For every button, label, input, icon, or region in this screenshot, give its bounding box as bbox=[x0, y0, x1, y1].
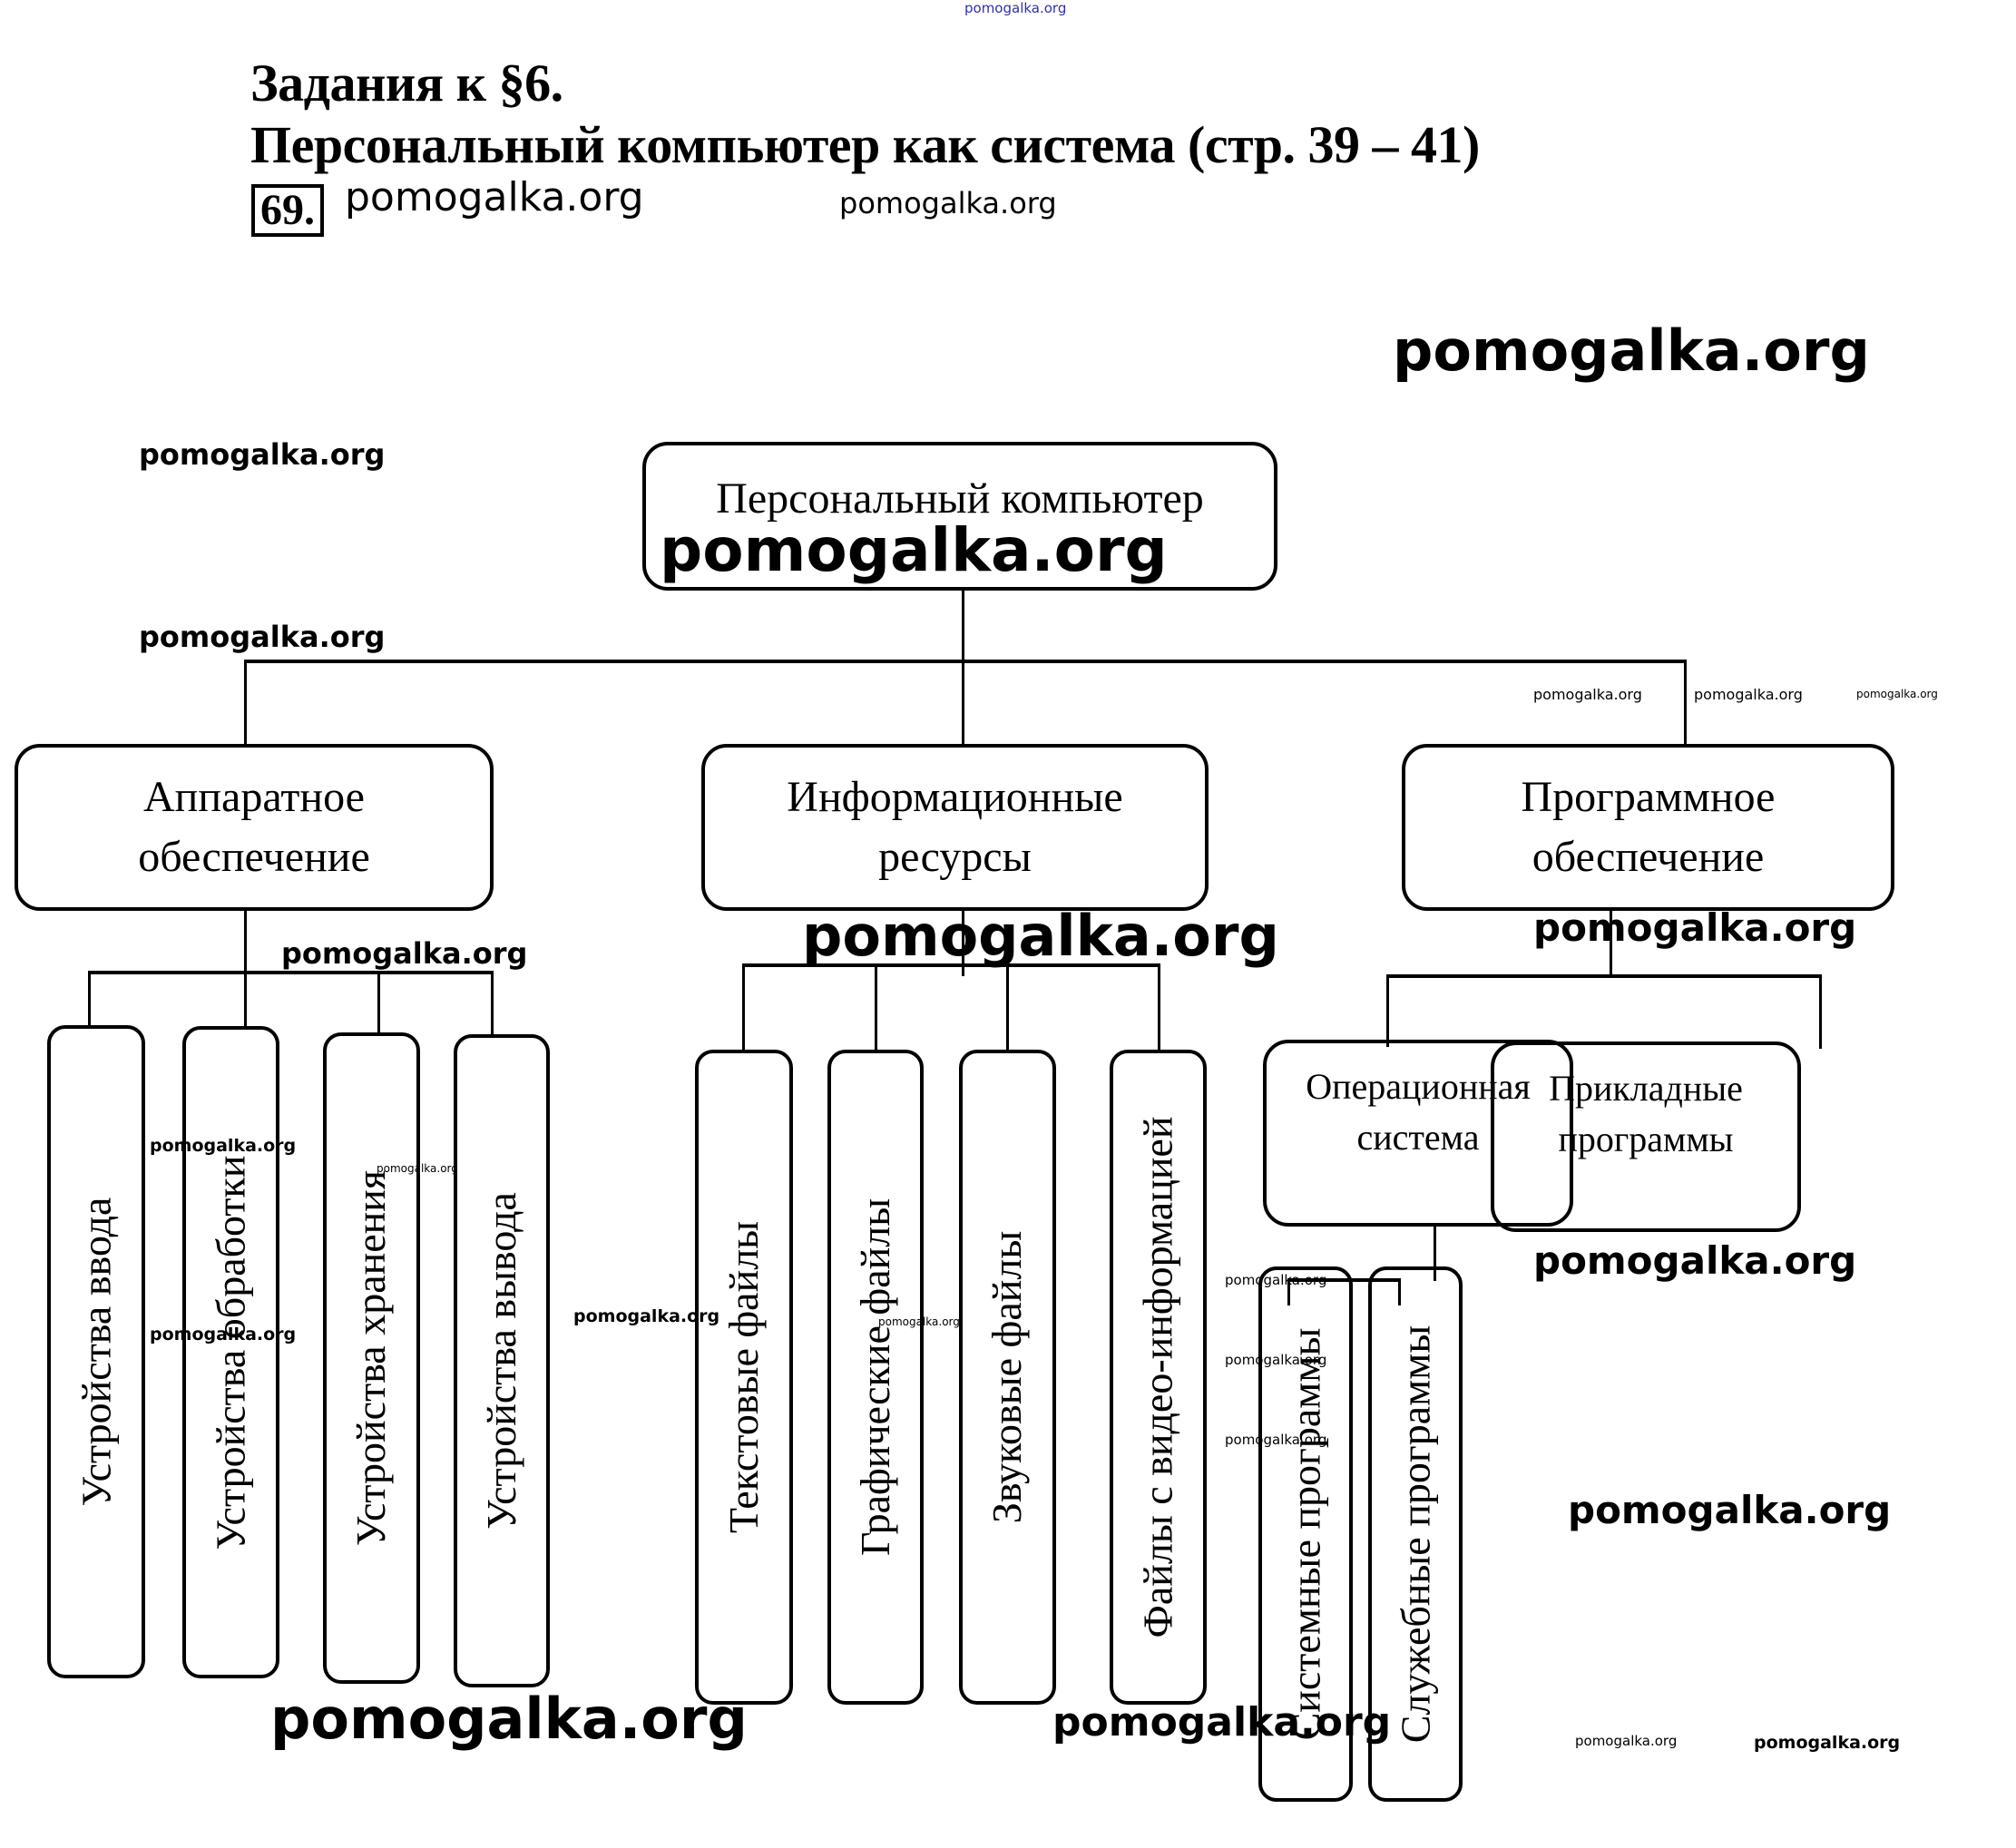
node-storage-devices: Устройства хранения bbox=[323, 1032, 420, 1684]
node-label: Устройства хранения bbox=[347, 1169, 395, 1547]
connector bbox=[1006, 963, 1009, 1050]
watermark: pomogalka.org bbox=[1533, 905, 1857, 950]
section-title: Задания к §6. bbox=[250, 54, 563, 112]
connector bbox=[962, 591, 964, 744]
watermark: pomogalka.org bbox=[1533, 686, 1642, 703]
watermark: pomogalka.org bbox=[1052, 1699, 1392, 1745]
connector bbox=[377, 971, 380, 1034]
connector bbox=[1684, 660, 1687, 744]
watermark: pomogalka.org bbox=[839, 186, 1057, 220]
node-label: Служебные программы bbox=[1392, 1325, 1438, 1744]
watermark: pomogalka.org bbox=[964, 0, 1067, 16]
watermark: pomogalka.org bbox=[1856, 688, 1938, 700]
node-input-devices: Устройства ввода bbox=[47, 1025, 145, 1678]
watermark: pomogalka.org bbox=[878, 1315, 960, 1328]
node-utility-programs: Служебные программы bbox=[1368, 1266, 1463, 1802]
node-personal-computer: Персональный компьютер bbox=[642, 442, 1277, 591]
task-number: 69. bbox=[251, 184, 324, 237]
watermark: pomogalka.org bbox=[1225, 1352, 1327, 1368]
connector bbox=[742, 963, 745, 1050]
watermark: pomogalka.org bbox=[660, 515, 1168, 585]
watermark: pomogalka.org bbox=[139, 620, 386, 654]
watermark: pomogalka.org bbox=[150, 1325, 297, 1344]
watermark: pomogalka.org bbox=[1533, 1238, 1857, 1283]
watermark: pomogalka.org bbox=[139, 437, 386, 472]
node-label: Устройства обработки bbox=[207, 1155, 254, 1550]
watermark: pomogalka.org bbox=[1225, 1432, 1327, 1448]
connector bbox=[875, 963, 877, 1050]
watermark: pomogalka.org bbox=[573, 1306, 720, 1326]
connector bbox=[1386, 974, 1389, 1047]
connector bbox=[244, 911, 247, 1027]
node-label: Графические файлы bbox=[852, 1198, 899, 1557]
connector bbox=[88, 971, 492, 974]
watermark: pomogalka.org bbox=[150, 1136, 297, 1156]
connector bbox=[1610, 911, 1612, 976]
connector bbox=[1434, 1227, 1436, 1281]
node-label: Аппаратное обеспечение bbox=[138, 773, 370, 881]
connector bbox=[742, 963, 1160, 967]
node-label: Системные программы bbox=[1282, 1327, 1328, 1741]
node-label: Информационные ресурсы bbox=[787, 773, 1123, 881]
node-label: Звуковые файлы bbox=[984, 1230, 1031, 1524]
node-application-programs: Прикладные программы bbox=[1491, 1041, 1801, 1232]
connector bbox=[1287, 1278, 1290, 1305]
node-software: Программное обеспечение bbox=[1402, 744, 1894, 911]
connector bbox=[962, 911, 964, 976]
page-title: Персональный компьютер как система (стр.… bbox=[250, 115, 1480, 174]
connector bbox=[491, 971, 494, 1036]
watermark: pomogalka.org bbox=[281, 936, 528, 971]
watermark: pomogalka.org bbox=[1568, 1488, 1892, 1532]
watermark: pomogalka.org bbox=[1575, 1733, 1678, 1749]
connector bbox=[1398, 1278, 1401, 1305]
node-hardware: Аппаратное обеспечение bbox=[15, 744, 494, 911]
node-label: Программное обеспечение bbox=[1521, 773, 1776, 881]
node-label: Устройства ввода bbox=[73, 1197, 120, 1507]
connector bbox=[88, 971, 91, 1025]
connector bbox=[244, 660, 1687, 663]
node-info-resources: Информационные ресурсы bbox=[701, 744, 1209, 911]
connector bbox=[1158, 963, 1160, 1050]
node-video-files: Файлы с видео-информацией bbox=[1110, 1050, 1207, 1705]
connector bbox=[244, 660, 247, 744]
node-label: Устройства вывода bbox=[478, 1192, 525, 1530]
watermark: pomogalka.org bbox=[345, 174, 644, 220]
node-label: Прикладные программы bbox=[1549, 1068, 1743, 1159]
node-graphic-files: Графические файлы bbox=[827, 1050, 924, 1705]
connector bbox=[1819, 974, 1822, 1049]
node-system-programs: Системные программы bbox=[1258, 1266, 1353, 1802]
watermark: pomogalka.org bbox=[802, 903, 1279, 969]
node-processing-devices: Устройства обработки bbox=[182, 1026, 279, 1678]
node-label: Текстовые файлы bbox=[720, 1220, 767, 1534]
watermark: pomogalka.org bbox=[1694, 686, 1803, 703]
watermark: pomogalka.org bbox=[377, 1162, 458, 1175]
node-output-devices: Устройства вывода bbox=[454, 1034, 550, 1687]
connector bbox=[1386, 974, 1822, 978]
node-sound-files: Звуковые файлы bbox=[959, 1050, 1056, 1705]
watermark: pomogalka.org bbox=[270, 1686, 748, 1752]
watermark: pomogalka.org bbox=[1393, 318, 1870, 384]
node-text-files: Текстовые файлы bbox=[695, 1050, 793, 1705]
node-label: Файлы с видео-информацией bbox=[1134, 1116, 1181, 1638]
watermark: pomogalka.org bbox=[1754, 1733, 1901, 1753]
node-label: Персональный компьютер bbox=[716, 474, 1204, 523]
